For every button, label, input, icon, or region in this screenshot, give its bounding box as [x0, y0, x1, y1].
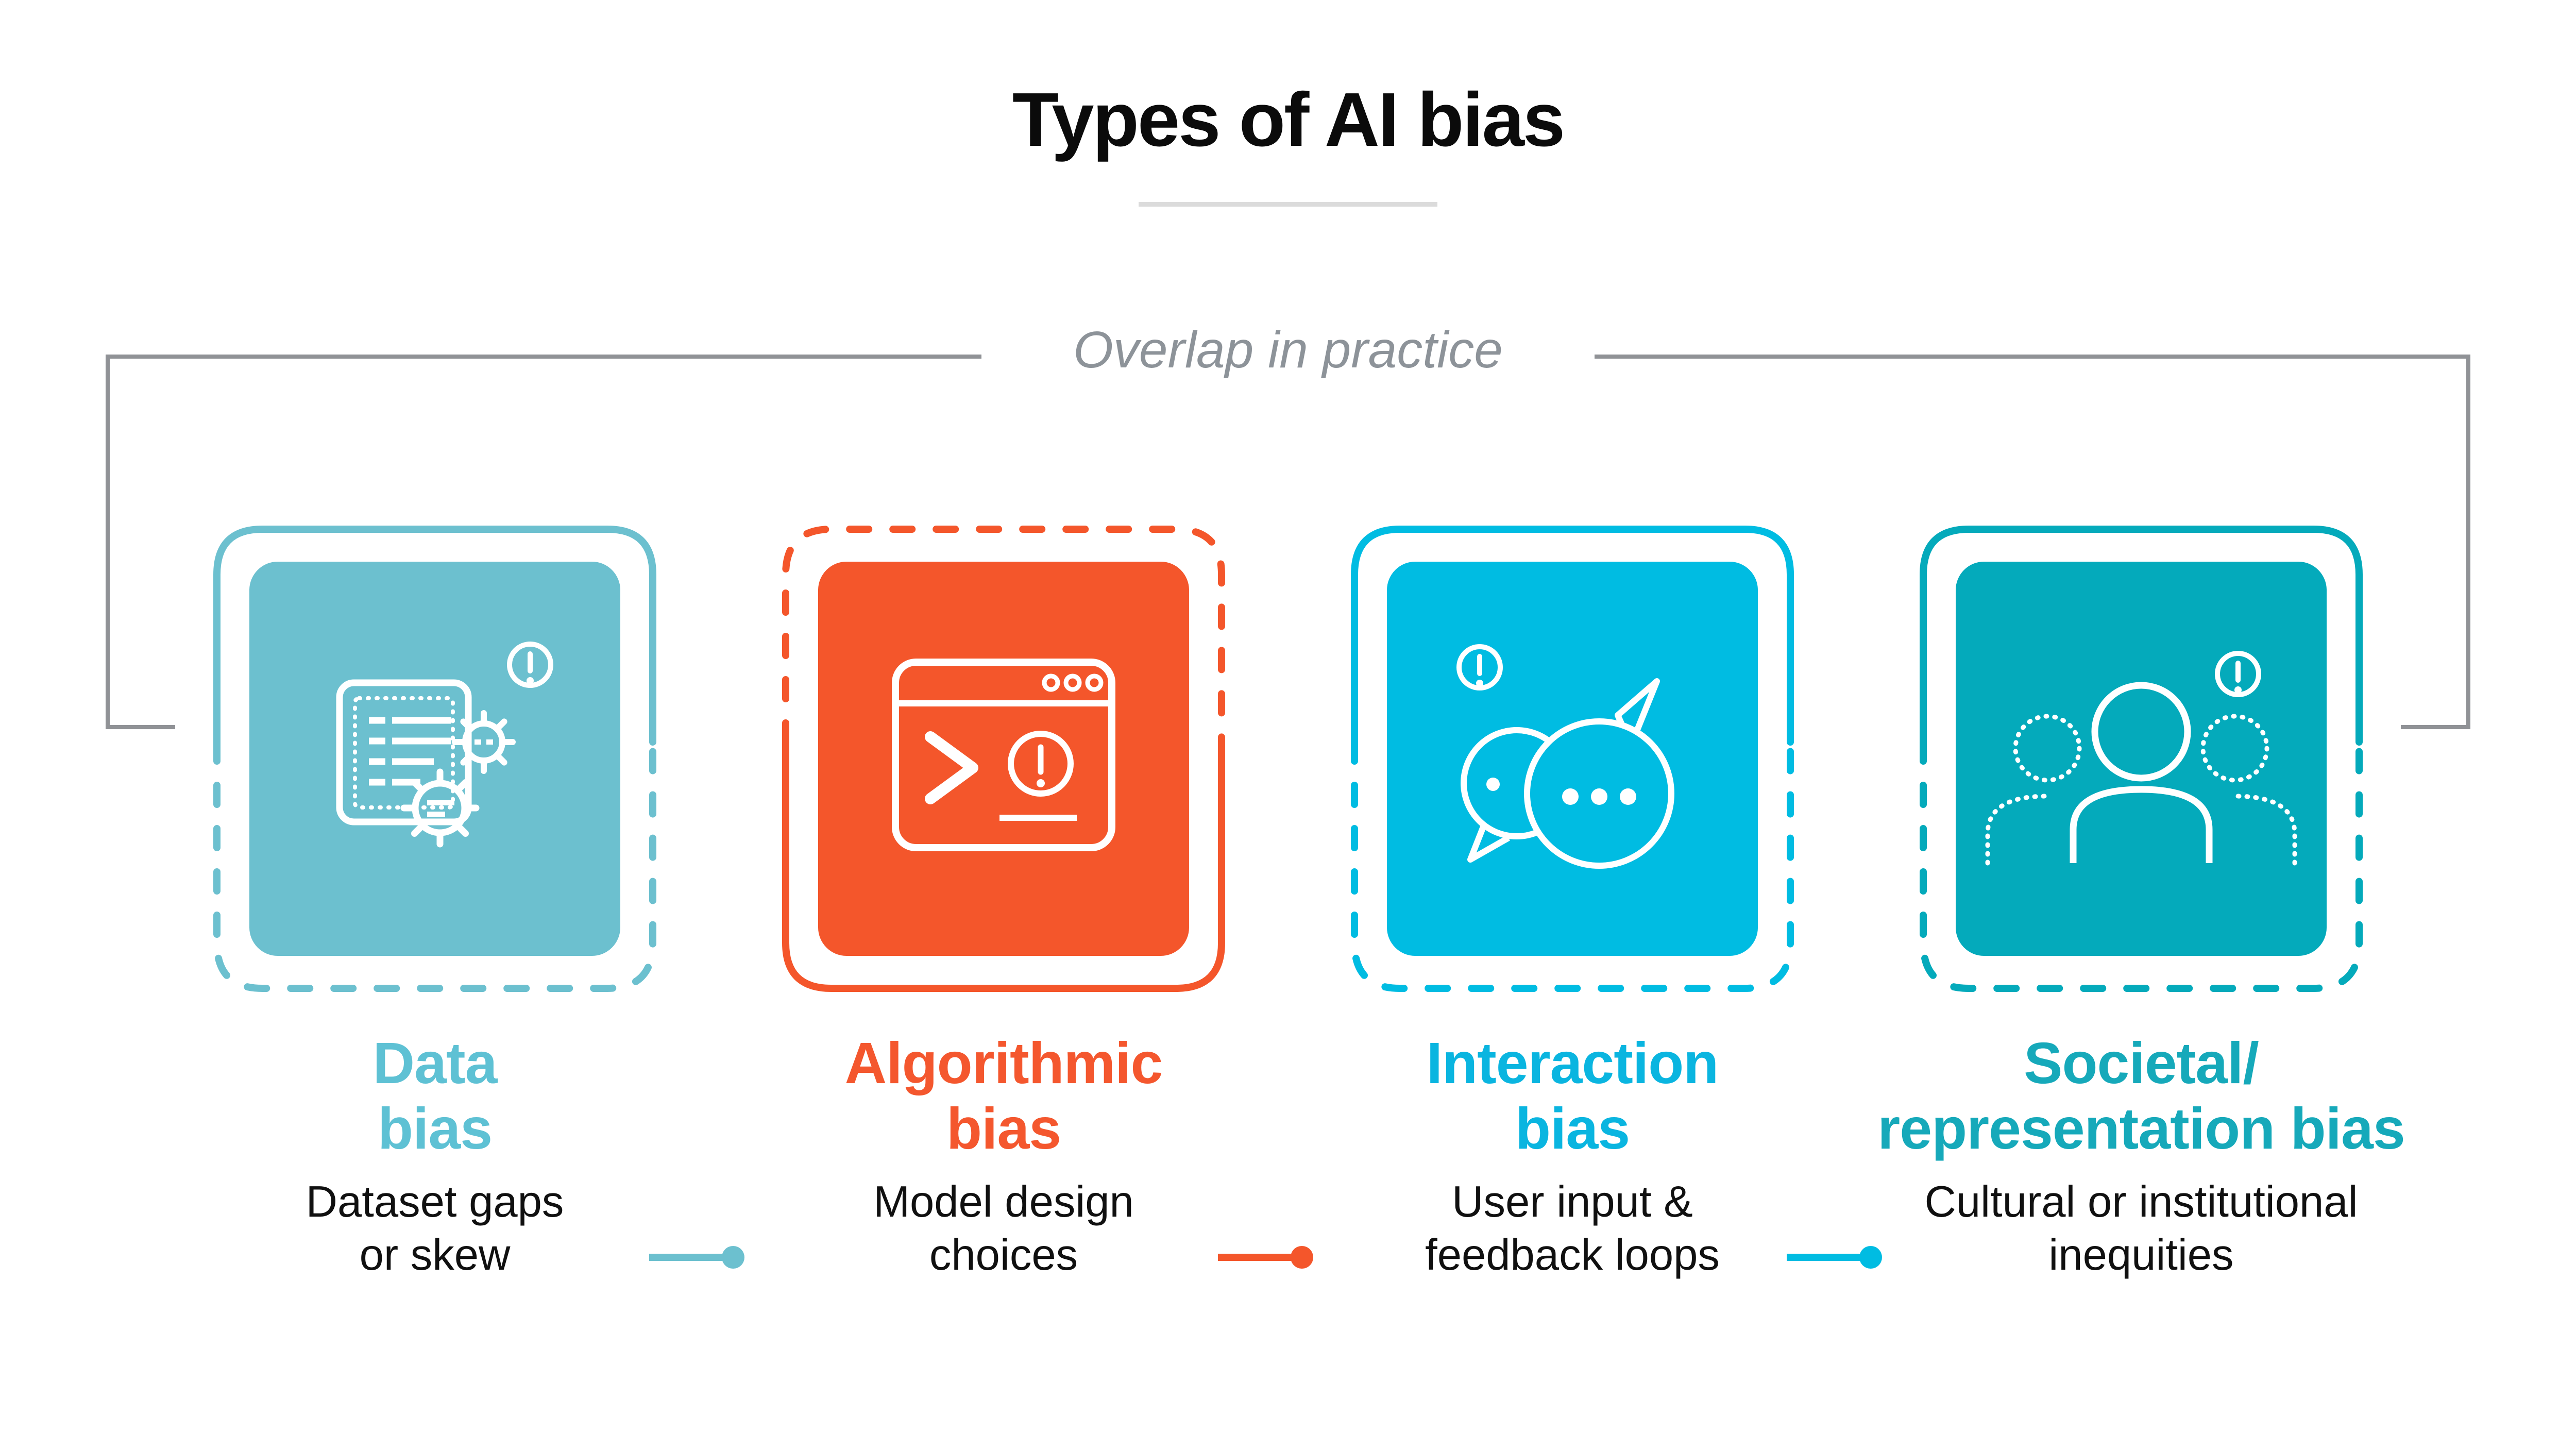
chat-bubbles-icon — [1456, 644, 1674, 869]
alert-badge-icon — [1456, 644, 1503, 690]
page-title: Types of AI bias — [1012, 77, 1565, 162]
connector-to-next-card — [1787, 1246, 1882, 1269]
ghost-person-right-icon — [2200, 714, 2297, 866]
card-border — [1920, 526, 2363, 992]
card-heading: Data bias — [372, 1031, 498, 1161]
terminal-alert-icon — [892, 659, 1115, 851]
ghost-person-left-icon — [1985, 714, 2082, 866]
card-algorithmic-bias: Algorithmic bias Model design choices — [782, 526, 1313, 1279]
alert-badge-icon — [1008, 731, 1074, 797]
card-societal-representation-bias: Societal/ representation bias Cultural o… — [1877, 526, 2405, 1279]
card-data-bias: Data bias Dataset gaps or skew — [213, 526, 744, 1279]
overlap-in-practice-label: Overlap in practice — [1073, 321, 1503, 379]
card-border — [782, 526, 1225, 992]
person-center-icon — [2070, 682, 2213, 863]
card-border — [213, 526, 656, 992]
alert-badge-icon — [2215, 651, 2261, 697]
big-chat-bubble-icon — [1524, 678, 1674, 869]
card-description: Cultural or institutional inequities — [1924, 1177, 2358, 1279]
card-heading: Interaction bias — [1426, 1031, 1719, 1161]
document-gears-icon — [336, 642, 553, 848]
small-gear-icon — [452, 710, 516, 774]
card-heading: Societal/ representation bias — [1877, 1031, 2405, 1161]
card-tile — [249, 562, 620, 956]
alert-badge-icon — [507, 642, 553, 688]
card-heading: Algorithmic bias — [844, 1031, 1163, 1161]
card-tile — [818, 562, 1189, 956]
title-underline — [1139, 202, 1437, 207]
card-description: Model design choices — [873, 1177, 1134, 1279]
card-description: Dataset gaps or skew — [306, 1177, 564, 1279]
card-interaction-bias: Interaction bias User input & feedback l… — [1351, 526, 1882, 1279]
connector-to-next-card — [649, 1246, 744, 1269]
prompt-chevron-icon — [925, 731, 978, 804]
big-gear-icon — [400, 768, 480, 848]
people-group-icon — [1985, 651, 2297, 866]
card-description: User input & feedback loops — [1425, 1177, 1720, 1279]
connector-to-next-card — [1218, 1246, 1313, 1269]
card-border — [1351, 526, 1794, 992]
